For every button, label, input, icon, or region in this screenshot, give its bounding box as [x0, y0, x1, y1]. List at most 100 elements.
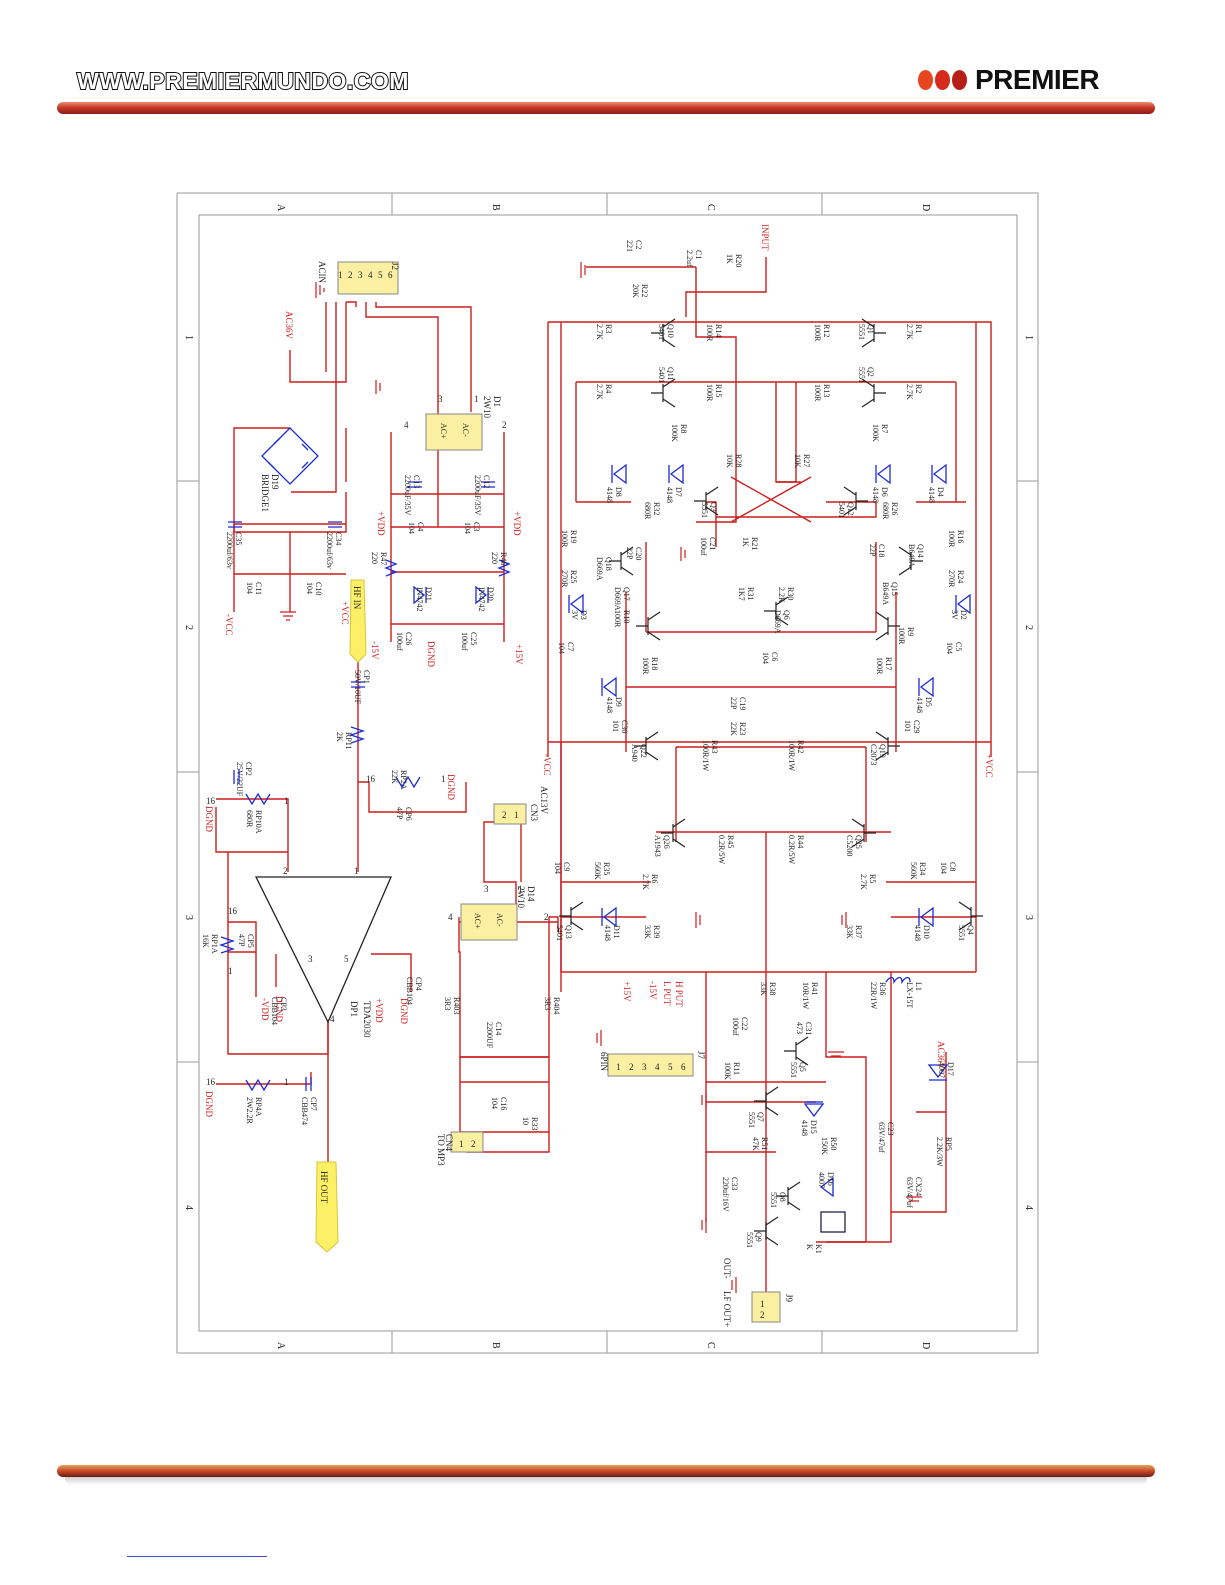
- component-ref: D15: [809, 1120, 818, 1134]
- transistor-q18-icon: [609, 546, 634, 576]
- component-ref: RP10A: [254, 810, 263, 834]
- net-dgnd-2: DGND: [446, 774, 456, 800]
- pin-number: 3: [484, 884, 489, 894]
- connector-j2-icon: [337, 261, 399, 295]
- net-j7-lput: L PUT: [662, 981, 672, 1006]
- component-label-rp11: RP112K: [335, 732, 353, 750]
- ground-icon: [701, 1092, 707, 1108]
- component-label-q22: Q22A940: [630, 744, 648, 762]
- component-ref: R37: [854, 925, 863, 938]
- component-ref: C31: [804, 1022, 813, 1035]
- component-value: 2.7K: [595, 324, 604, 340]
- component-label-d8: D84148: [605, 487, 623, 503]
- component-ref: R403: [452, 997, 461, 1014]
- component-value: 220uf/16V: [721, 1177, 730, 1212]
- component-label-q8: Q85551: [769, 1192, 787, 1208]
- component-value: LX-15T: [905, 982, 914, 1008]
- component-value: 10: [521, 1117, 530, 1125]
- component-label-q26: Q26A1943: [653, 835, 671, 857]
- component-value: 5551: [745, 1232, 754, 1248]
- component-value: 4148: [927, 487, 936, 503]
- component-value: 270R: [947, 570, 956, 588]
- component-label-r10: R10100R: [613, 610, 631, 628]
- component-ref: C20: [634, 547, 643, 560]
- diode-d2-icon: [955, 593, 971, 615]
- component-ref: Q13: [564, 925, 573, 939]
- component-label-c10: C10104: [305, 582, 323, 595]
- component-value: 1K: [725, 254, 734, 264]
- component-value: 5401: [555, 925, 564, 941]
- cn4-ref: CN4: [444, 1134, 454, 1152]
- component-label-r39: R3933K: [643, 925, 661, 939]
- component-ref: D16: [826, 1172, 835, 1186]
- transistor-q14-icon: [898, 546, 923, 576]
- diode-d9-icon: [601, 676, 617, 698]
- net-dgnd-4: DGND: [204, 1091, 214, 1117]
- cn3-pin1: 1: [514, 810, 519, 820]
- component-ref: D3: [579, 610, 588, 620]
- component-label-r28: R2810K: [725, 454, 743, 468]
- diode-d15-icon: [803, 1101, 825, 1118]
- grid-row-a-bottom: A: [275, 1342, 286, 1350]
- grid-col-3: 3: [183, 915, 194, 920]
- diode-d17-icon: [927, 1064, 949, 1081]
- component-label-rp2a: RP2A22K: [390, 770, 408, 790]
- diode-d4-icon: [931, 463, 947, 485]
- component-value: 680R: [881, 502, 890, 520]
- transistor-q13-icon: [559, 901, 584, 931]
- component-label-r23: R2322K: [729, 722, 747, 736]
- component-value: 104: [553, 862, 562, 874]
- grid-col-4-right: 4: [1023, 1205, 1034, 1210]
- component-ref: R27: [802, 454, 811, 467]
- component-ref: C33: [730, 1177, 739, 1190]
- component-value: 473: [795, 1022, 804, 1034]
- component-value: 16K: [201, 934, 210, 948]
- component-ref: R13: [822, 384, 831, 397]
- brand-dot: [952, 70, 967, 90]
- component-ref: R9: [906, 627, 915, 636]
- component-value: 2W2.2R: [245, 1097, 254, 1125]
- transistor-q3-icon: [694, 486, 719, 516]
- grid-col-1-right: 1: [1023, 335, 1034, 340]
- j2-pin3: 3: [358, 270, 363, 280]
- component-value: C5200: [845, 835, 854, 856]
- brand-dot: [918, 70, 933, 90]
- net-vcc-right: +VCC: [984, 754, 994, 778]
- component-ref: Q9: [754, 1232, 763, 1242]
- component-value: 5401: [657, 324, 666, 340]
- component-ref: D17: [946, 1062, 955, 1076]
- diode-d3-icon: [568, 593, 584, 615]
- transistor-q6-icon: [764, 596, 789, 626]
- component-value: CBB474: [300, 1097, 309, 1125]
- component-ref: C34: [334, 532, 343, 545]
- component-value: 100R: [613, 610, 622, 628]
- component-label-r30: R302.2K: [777, 587, 795, 603]
- pin-number: 5: [344, 954, 349, 964]
- component-value: 2.2uf: [685, 250, 694, 267]
- component-value: 150K: [820, 1137, 829, 1155]
- component-value: 3R3: [543, 997, 552, 1010]
- component-value: 100uf: [460, 632, 469, 651]
- component-value: 3V: [570, 610, 579, 620]
- component-label-d10: D104148: [913, 925, 931, 941]
- component-value: 100K: [723, 1062, 732, 1080]
- component-label-c11: C11104: [245, 582, 263, 595]
- component-label-r41: R4110R/1W: [801, 982, 819, 1010]
- component-label-r4: R42.7K: [595, 384, 613, 400]
- component-ref: R10: [622, 610, 631, 623]
- component-value: 100R/1W: [701, 740, 710, 772]
- component-value: A940: [630, 744, 639, 762]
- pin-number: 2: [283, 866, 288, 876]
- component-label-r18: R18100R: [641, 657, 659, 675]
- component-label-q19: Q19C2073: [869, 744, 887, 765]
- component-value: 680R: [245, 810, 254, 828]
- signal-flags: [315, 579, 367, 1253]
- net-dgnd-5: DGND: [274, 996, 284, 1022]
- components: [218, 427, 971, 1233]
- net-nvdd-dp: -VDD: [260, 998, 270, 1021]
- net-vdd-2: +VDD: [512, 511, 522, 536]
- grid-row-c-bottom: C: [705, 1342, 716, 1349]
- component-ref: C25: [469, 632, 478, 645]
- component-label-r35: R35560K: [593, 862, 611, 880]
- component-value: 1K: [741, 537, 750, 547]
